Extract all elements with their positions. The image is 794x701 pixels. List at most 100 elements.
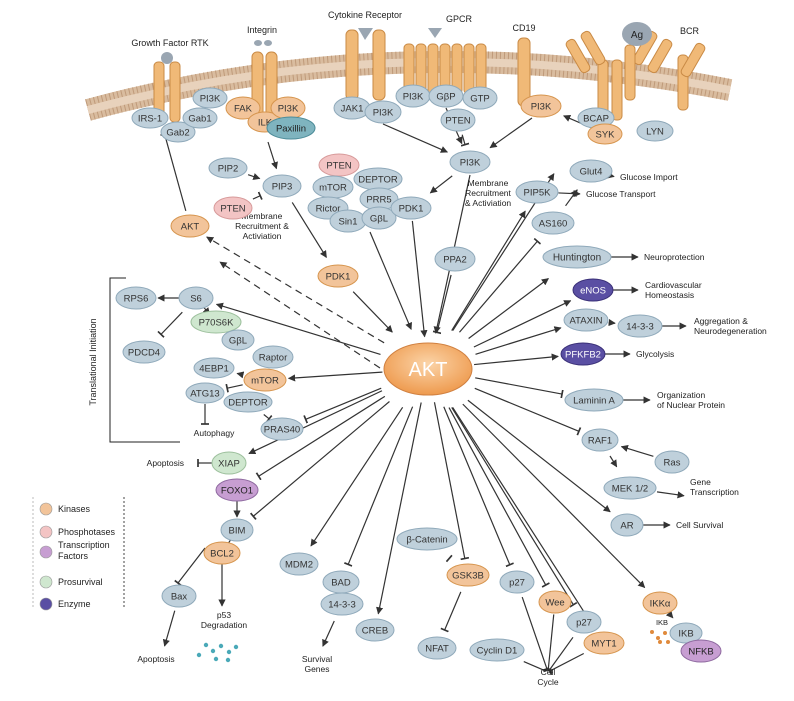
node-label-cyclind1: Cyclin D1: [477, 646, 518, 657]
node-label-atg13: ATG13: [190, 389, 219, 400]
node-pten_mtor: PTEN: [319, 154, 359, 176]
node-lyn: LYN: [637, 121, 673, 141]
node-label-huntington: Huntington: [553, 253, 601, 264]
node-pi3k_cd19: PI3K: [521, 95, 561, 117]
node-label-foxo1: FOXO1: [221, 486, 253, 497]
node-label-lamin: Laminin A: [573, 396, 615, 407]
edge-p1433_bad-pt: [323, 621, 334, 646]
node-label-pi3k_cd19: PI3K: [531, 102, 552, 113]
node-mtor: mTOR: [244, 369, 286, 391]
node-sin1: Sin1: [330, 210, 366, 232]
edge-ras-raf1: [621, 447, 653, 457]
node-pten_gpcr: PTEN: [441, 109, 475, 131]
node-label-pten_gpcr: PTEN: [445, 116, 470, 127]
edge-mek-pt: [657, 492, 684, 496]
node-deptor_c2: DEPTOR: [354, 168, 402, 190]
node-ar: AR: [611, 514, 643, 536]
receptor-label-gpcr: GPCR: [446, 14, 473, 24]
node-label-p1433_r: 14-3-3: [626, 322, 653, 333]
legend-label-2: Transcription: [58, 540, 110, 550]
node-label-pi3k_int: PI3K: [278, 104, 299, 115]
node-pten_left: PTEN: [214, 197, 252, 219]
node-deptor: DEPTOR: [224, 392, 272, 412]
node-label-as160: AS160: [539, 219, 568, 230]
edge-pten_gpcr-pi3k_center: [462, 135, 465, 145]
node-label-syk: SYK: [595, 130, 615, 141]
node-label-gab2: Gab2: [166, 128, 189, 139]
legend-swatch-0: [40, 503, 52, 515]
node-label-p70s6k: P70S6K: [199, 318, 235, 329]
edge-bcl2-bax: [178, 548, 205, 583]
node-label-bad: BAD: [331, 578, 351, 589]
node-label-ikb: IKB: [678, 629, 693, 640]
node-glut4: Glut4: [570, 160, 612, 182]
label-translational-initiation: Translational Initiation: [88, 318, 98, 405]
legend-label-0: Kinases: [58, 504, 91, 514]
legend-label-2-line2: Factors: [58, 551, 89, 561]
node-pdk1_right: PDK1: [391, 197, 431, 219]
node-huntington: Huntington: [543, 246, 611, 268]
antigen: Ag: [622, 22, 652, 46]
node-pdcd4: PDCD4: [123, 341, 165, 363]
node-label-deptor: DEPTOR: [228, 398, 268, 409]
node-p1433_bad: 14-3-3: [321, 593, 363, 615]
edge-akt-mdm2: [311, 407, 403, 546]
edge-pi3k_center-pdk1_right: [430, 176, 452, 193]
node-gbl: GβL: [222, 330, 254, 350]
legend-item-4: Enzyme: [40, 598, 91, 610]
node-label-wee: Wee: [545, 598, 564, 609]
node-pip5k: PIP5K: [516, 181, 558, 203]
legend-swatch-2: [40, 546, 52, 558]
edge-pt-pi3k_center: [490, 118, 532, 148]
legend-label-4: Enzyme: [58, 599, 91, 609]
node-bcl2: BCL2: [204, 542, 240, 564]
node-label-bim: BIM: [229, 526, 246, 537]
edge-akt-mtor: [289, 372, 383, 378]
node-label-p1433_bad: 14-3-3: [328, 600, 355, 611]
node-pras40: PRAS40: [261, 418, 303, 440]
edge-pip2-pip3: [248, 175, 260, 179]
node-rps6: RPS6: [116, 287, 156, 309]
node-gtp: GTP: [463, 87, 497, 109]
edge-bax-pt: [165, 611, 175, 646]
node-label-bax: Bax: [171, 592, 188, 603]
node-p27b: p27: [567, 611, 601, 633]
node-label-s6: S6: [190, 294, 202, 305]
node-bad: BAD: [323, 571, 359, 593]
node-label-fak: FAK: [234, 104, 253, 115]
label-cell-cycle-1: Cell: [541, 667, 556, 677]
node-pfkfb2: PFKFB2: [561, 343, 605, 365]
edge-akt-lamin: [475, 378, 562, 394]
node-label-pi3k_center: PI3K: [460, 158, 481, 169]
legend-label-1: Phosphotases: [58, 527, 116, 537]
node-bcatenin: β-Catenin: [397, 528, 457, 550]
node-label-pdcd4: PDCD4: [128, 348, 160, 359]
node-pi3k_int: PI3K: [271, 97, 305, 119]
node-label-irs1: IRS-1: [138, 114, 162, 125]
node-ras: Ras: [655, 451, 689, 473]
node-label-xiap: XIAP: [218, 459, 240, 470]
node-as160: AS160: [532, 212, 574, 234]
node-mdm2: MDM2: [280, 553, 318, 575]
label-aggregation-2: Neurodegeneration: [694, 326, 767, 336]
legend-item-0: Kinases: [40, 503, 91, 515]
node-label-gbp: GβP: [436, 92, 455, 103]
label-apoptosis-bax: Apoptosis: [137, 654, 174, 664]
edge-pdk1_left-akt: [353, 292, 392, 332]
edge-raf1-mek: [610, 456, 617, 467]
receptor-gpcr: [404, 28, 486, 94]
label-survival-genes-1: Survival: [302, 654, 332, 664]
antigen-label: Ag: [631, 30, 643, 41]
node-label-enos: eNOS: [580, 286, 606, 297]
label-membrane-left-3: Activiation: [243, 231, 282, 241]
node-label-mdm2: MDM2: [285, 560, 313, 571]
node-label-pten_left: PTEN: [220, 204, 245, 215]
node-myt1: MYT1: [584, 632, 624, 654]
node-label-prr5: PRR5: [366, 195, 391, 206]
node-label-nfat: NFAT: [425, 644, 449, 655]
label-p53-1: p53: [217, 610, 231, 620]
edge-akt-ataxin: [475, 328, 560, 354]
label-cardio-1: Cardiovascular: [645, 280, 702, 290]
